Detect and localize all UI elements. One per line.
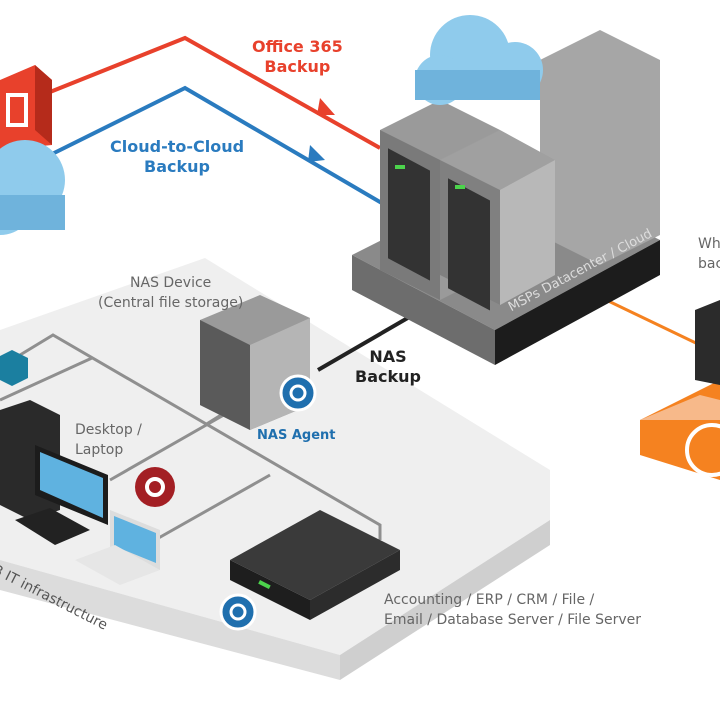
label-line: Desktop / [75, 422, 142, 438]
label-line: Cloud-to-Cloud [110, 137, 245, 156]
label-line: NAS [369, 347, 407, 366]
label-line: Backup [264, 57, 331, 76]
cloud-icon-datacenter [415, 15, 543, 105]
server-appliance [230, 510, 400, 620]
right-partial-label: Wh bac [698, 234, 720, 274]
office365-icon [0, 65, 52, 150]
label-line: Email / Database Server / File Server [384, 612, 642, 628]
nas-backup-arrow [316, 310, 420, 372]
label-line: Office 365 [252, 37, 343, 56]
label-line: Backup [355, 367, 421, 386]
laptop [75, 510, 160, 585]
m-agent-icon [0, 350, 28, 386]
server-agent-icon [219, 593, 257, 631]
right-backup-appliance [640, 300, 720, 480]
label-line: bac [698, 256, 720, 272]
a-agent-icon [135, 467, 175, 507]
nas-agent-icon [279, 374, 317, 412]
desktop-label: Desktop / Laptop [75, 420, 142, 460]
nas-device-label: NAS Device (Central file storage) [98, 273, 243, 313]
orange-link [599, 295, 701, 347]
label-line: Laptop [75, 442, 124, 458]
label-line: Wh [698, 236, 720, 252]
desktop-computer [0, 400, 108, 545]
servers-label: Accounting / ERP / CRM / File / Email / D… [384, 590, 641, 630]
label-line: (Central file storage) [98, 295, 244, 311]
cloud-icon-left [0, 140, 65, 235]
label-line: NAS Device [130, 275, 212, 291]
server-racks [380, 30, 660, 311]
office365-arrow [29, 35, 381, 150]
nas-agent-label: NAS Agent [257, 428, 336, 443]
label-line: Accounting / ERP / CRM / File / [384, 592, 595, 608]
label-line: Backup [144, 157, 210, 176]
cloud-to-cloud-arrow [39, 85, 387, 207]
